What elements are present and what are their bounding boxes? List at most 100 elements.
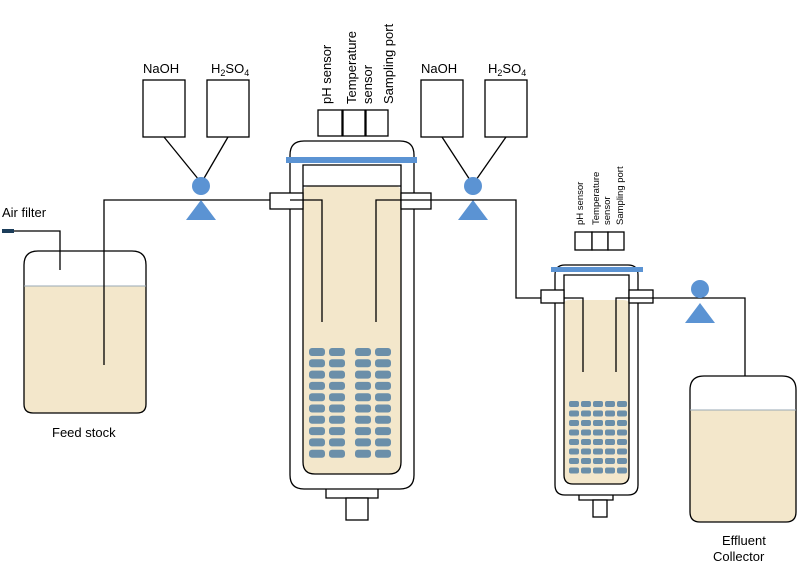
packing-bead xyxy=(569,458,579,464)
packing-bead xyxy=(569,429,579,436)
packing-bead xyxy=(569,467,579,474)
packing-bead xyxy=(309,359,325,368)
main-reactor-vessel xyxy=(302,164,402,475)
packing-bead xyxy=(617,401,627,407)
h2so4-label-2: H2SO4 xyxy=(488,61,526,78)
feed-stock-liquid xyxy=(24,286,146,413)
main-ph-sensor-label: pH sensor xyxy=(319,44,334,104)
packing-bead xyxy=(375,415,391,424)
packing-bead xyxy=(605,467,615,474)
packing-bead xyxy=(329,415,345,424)
packing-bead xyxy=(581,448,591,455)
pump-icon-1[interactable] xyxy=(186,177,216,220)
small-temperature-label-line1: Temperature xyxy=(591,172,602,225)
packing-bead xyxy=(355,359,371,368)
small-reactor-lid-plate xyxy=(551,267,643,272)
packing-bead xyxy=(605,429,615,436)
small-reactor-bottom-outlet xyxy=(592,499,608,518)
packing-bead xyxy=(309,438,325,447)
packing-bead xyxy=(569,448,579,455)
packing-bead xyxy=(581,439,591,445)
packing-bead xyxy=(375,393,391,402)
packing-bead xyxy=(375,438,391,447)
h2so4-bottle-1 xyxy=(206,79,250,138)
main-sampling-port-label: Sampling port xyxy=(381,23,396,104)
packing-bead xyxy=(355,370,371,379)
packing-bead xyxy=(569,410,579,417)
packing-bead xyxy=(309,449,325,458)
air-filter-label: Air filter xyxy=(2,205,47,220)
h2so4-line-2 xyxy=(475,136,507,181)
naoh-label-1: NaOH xyxy=(143,61,179,76)
packing-bead xyxy=(329,393,345,402)
small-reactor-bottom-flange xyxy=(578,495,614,501)
packing-bead xyxy=(569,439,579,445)
feed-stock-label: Feed stock xyxy=(52,425,116,440)
packing-bead xyxy=(329,404,345,413)
packing-bead xyxy=(581,401,591,407)
packing-bead xyxy=(605,410,615,417)
small-reactor-liquid xyxy=(564,300,629,484)
packing-bead xyxy=(617,420,627,426)
packing-bead xyxy=(375,348,391,356)
packing-bead xyxy=(309,348,325,356)
packing-bead xyxy=(605,420,615,426)
packing-bead xyxy=(569,401,579,407)
packing-bead xyxy=(309,427,325,436)
packing-bead xyxy=(329,427,345,436)
main-temperature-label-line1: Temperature xyxy=(344,31,359,104)
packing-bead xyxy=(375,359,391,368)
packing-bead xyxy=(329,348,345,356)
packing-bead xyxy=(581,458,591,464)
naoh-bottle-1 xyxy=(142,79,186,138)
packing-bead xyxy=(605,439,615,445)
effluent-collector-liquid xyxy=(690,410,796,522)
transfer-tube xyxy=(431,199,566,299)
main-reactor-inlet-port xyxy=(269,192,304,210)
packing-bead xyxy=(355,404,371,413)
packing-bead xyxy=(605,448,615,455)
small-temperature-label-line2: sensor xyxy=(602,196,613,225)
effluent-label-line1: Effluent xyxy=(722,533,766,548)
packing-bead xyxy=(581,420,591,426)
packing-bead xyxy=(605,458,615,464)
main-sampling-port-block xyxy=(365,109,389,137)
small-reactor-probe-1 xyxy=(566,297,584,372)
packing-bead xyxy=(617,429,627,436)
h2so4-label-1: H2SO4 xyxy=(211,61,249,78)
packing-bead xyxy=(309,404,325,413)
packing-bead xyxy=(617,439,627,445)
packing-bead xyxy=(375,427,391,436)
main-reactor-lid-plate xyxy=(286,157,417,163)
packing-bead xyxy=(593,429,603,436)
feed-stock-tank xyxy=(23,250,147,414)
pump-icon-2[interactable] xyxy=(458,177,488,220)
small-ph-sensor-label: pH sensor xyxy=(575,182,586,225)
effluent-label-line2: Collector xyxy=(713,549,765,564)
packing-bead xyxy=(581,429,591,436)
packing-bead xyxy=(593,448,603,455)
main-reactor-probe-2 xyxy=(375,199,431,322)
packing-bead xyxy=(309,381,325,390)
packing-bead xyxy=(355,438,371,447)
packing-bead xyxy=(617,448,627,455)
packing-bead xyxy=(355,449,371,458)
main-reactor-bottom-outlet xyxy=(345,497,369,521)
small-reactor-vessel xyxy=(563,274,630,485)
small-reactor-inlet-port xyxy=(540,289,565,304)
h2so4-bottle-2 xyxy=(484,79,528,138)
packing-bead xyxy=(329,438,345,447)
packing-bead xyxy=(593,467,603,474)
packing-bead xyxy=(617,467,627,474)
packing-bead xyxy=(329,359,345,368)
effluent-collector-tank xyxy=(689,375,797,523)
small-sampling-port-label: Sampling port xyxy=(615,166,626,225)
packing-bead xyxy=(581,467,591,474)
main-reactor-packing-beads xyxy=(309,348,391,458)
packing-bead xyxy=(569,420,579,426)
small-reactor-packing-beads xyxy=(569,401,627,474)
main-ph-sensor-block xyxy=(317,109,343,137)
pump-icon-3[interactable] xyxy=(685,280,715,323)
packing-bead xyxy=(375,449,391,458)
